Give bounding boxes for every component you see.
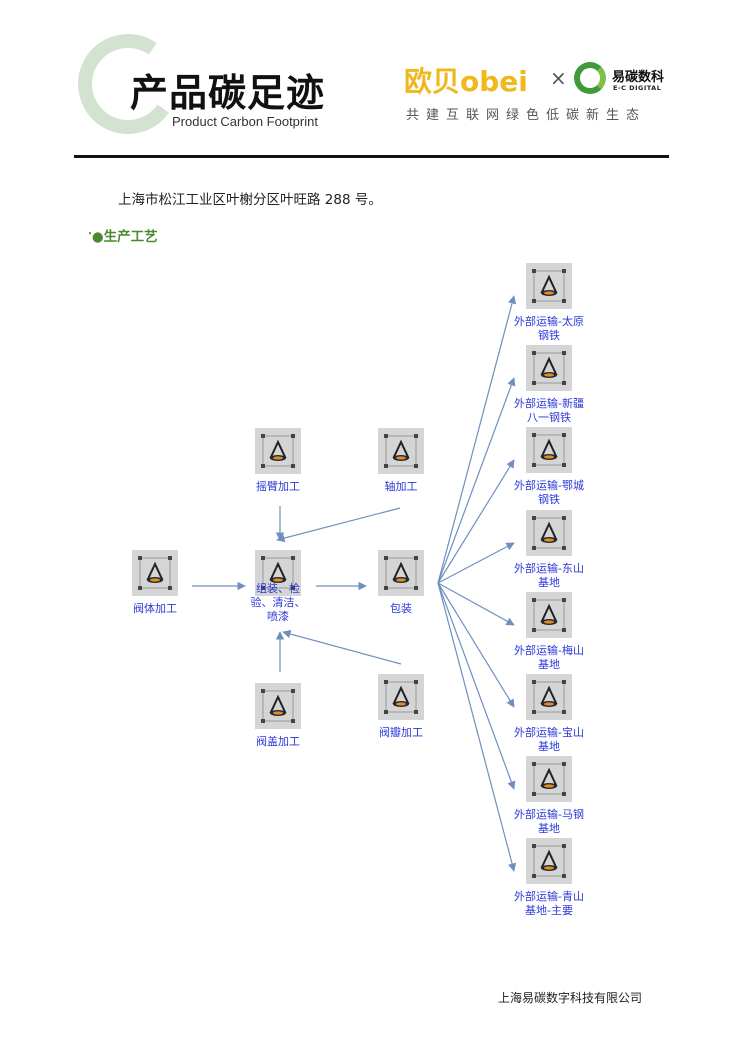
doc-subtitle: Product Carbon Footprint xyxy=(172,114,318,129)
slogan: 共建互联网绿色低碳新生态 xyxy=(406,108,647,123)
flow-node-t2: 外部运输-新疆八一钢铁 xyxy=(504,345,594,425)
flow-node-assembly: 组装、检验、清洁、喷漆 xyxy=(233,550,323,624)
flow-node-label: 包装 xyxy=(390,602,412,615)
flow-node-label: 外部运输-梅山基地 xyxy=(514,644,584,671)
flow-node-label: 组装、检验、清洁、喷漆 xyxy=(250,582,306,623)
flow-edge-pack-to-t3 xyxy=(437,459,515,584)
flow-node-t7: 外部运输-马钢基地 xyxy=(504,756,594,836)
flow-edge-pack-to-t8 xyxy=(437,582,517,872)
partner-name-en: E-C DIGITAL xyxy=(613,84,662,92)
flow-node-label: 摇臂加工 xyxy=(256,480,300,493)
flow-node-t3: 外部运输-鄂城钢铁 xyxy=(504,427,594,507)
flow-edge-flap-to-assembly xyxy=(282,629,402,665)
flow-node-pack: 包装 xyxy=(356,550,446,616)
flow-node-shaft: 轴加工 xyxy=(356,428,446,494)
process-node-icon xyxy=(526,838,572,884)
process-node-icon xyxy=(526,427,572,473)
flow-node-label: 阀体加工 xyxy=(133,602,177,615)
process-node-icon xyxy=(378,428,424,474)
flow-node-label: 外部运输-宝山基地 xyxy=(514,726,584,753)
ec-digital-logo-icon xyxy=(574,62,606,94)
section-title: ●生产工艺 xyxy=(91,229,158,245)
flow-edge-pack-to-t7 xyxy=(437,582,516,790)
flow-node-cover: 阀盖加工 xyxy=(233,683,323,749)
process-node-icon xyxy=(526,510,572,556)
process-node-icon xyxy=(255,550,301,596)
flow-node-t8: 外部运输-青山基地-主要 xyxy=(504,838,594,918)
process-node-icon xyxy=(255,683,301,729)
process-node-icon xyxy=(526,756,572,802)
process-node-icon xyxy=(526,674,572,720)
obei-logo: 欧贝obei xyxy=(404,65,528,98)
header-divider xyxy=(74,155,669,158)
section-heading: •●生产工艺 xyxy=(88,225,158,245)
flow-node-body: 阀体加工 xyxy=(110,550,200,616)
flow-node-label: 外部运输-东山基地 xyxy=(514,562,584,589)
flow-node-label: 外部运输-马钢基地 xyxy=(514,808,584,835)
flow-edge-pack-to-t5 xyxy=(437,582,515,626)
partner-name-cn: 易碳数科 xyxy=(612,70,665,85)
process-node-icon xyxy=(378,674,424,720)
flow-node-t5: 外部运输-梅山基地 xyxy=(504,592,594,672)
flow-node-label: 外部运输-青山基地-主要 xyxy=(514,890,584,917)
flow-node-label: 轴加工 xyxy=(384,480,418,493)
flow-edge-pack-to-t4 xyxy=(437,542,515,584)
flow-node-label: 外部运输-太原钢铁 xyxy=(514,315,584,342)
flow-node-label: 阀瓣加工 xyxy=(379,726,423,739)
flow-node-t1: 外部运输-太原钢铁 xyxy=(504,263,594,343)
flow-edge-shaft-to-assembly xyxy=(276,507,401,543)
flow-edge-pack-to-t1 xyxy=(437,295,517,584)
process-node-icon xyxy=(132,550,178,596)
process-node-icon xyxy=(255,428,301,474)
flow-node-arm: 摇臂加工 xyxy=(233,428,323,494)
doc-title: 产品碳足迹 xyxy=(130,71,326,115)
flow-node-label: 外部运输-鄂城钢铁 xyxy=(514,479,584,506)
process-node-icon xyxy=(526,345,572,391)
flow-node-label: 外部运输-新疆八一钢铁 xyxy=(514,397,584,424)
flow-edge-pack-to-t2 xyxy=(437,377,516,584)
flow-node-t6: 外部运输-宝山基地 xyxy=(504,674,594,754)
flow-node-t4: 外部运输-东山基地 xyxy=(504,510,594,590)
brand-separator: × xyxy=(550,66,567,90)
process-node-icon xyxy=(526,263,572,309)
process-node-icon xyxy=(526,592,572,638)
flow-node-label: 阀盖加工 xyxy=(256,735,300,748)
process-node-icon xyxy=(378,550,424,596)
footer-company: 上海易碳数字科技有限公司 xyxy=(498,991,643,1005)
flow-node-flap: 阀瓣加工 xyxy=(356,674,446,740)
section-bullet: • xyxy=(88,230,92,238)
address-text: 上海市松江工业区叶榭分区叶旺路 288 号。 xyxy=(118,192,382,208)
flow-edge-pack-to-t6 xyxy=(437,582,515,708)
